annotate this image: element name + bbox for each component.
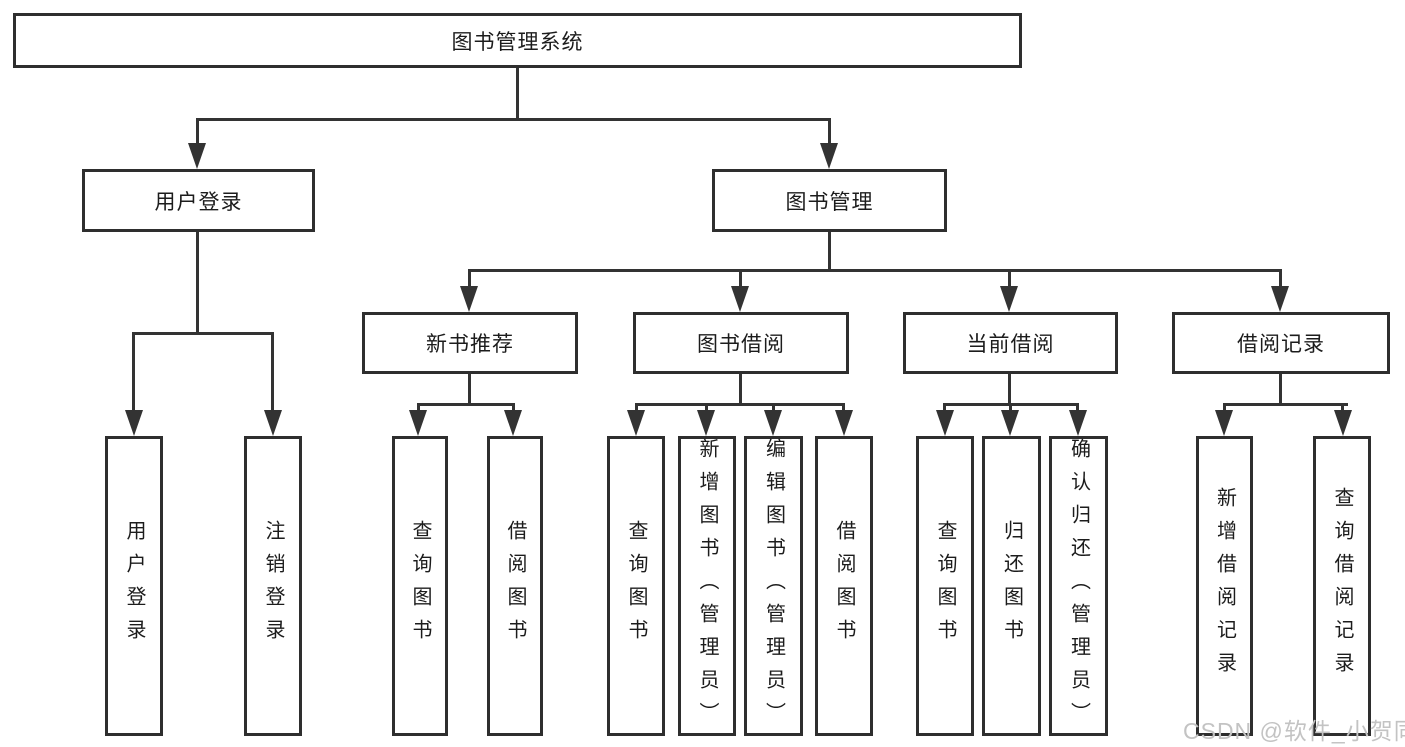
leaf-label: 新增图书（管理员） [696, 437, 718, 735]
connector-line [1008, 269, 1011, 288]
arrow-down-icon [1215, 410, 1233, 436]
leaf-label: 查询图书 [625, 520, 647, 652]
connector-line [417, 403, 515, 406]
connector-line [705, 403, 708, 414]
leaf-label: 用户登录 [123, 520, 145, 652]
leaf-add-book-admin: 新增图书（管理员） [678, 436, 736, 736]
connector-line [1279, 374, 1282, 405]
arrow-down-icon [188, 143, 206, 169]
watermark: CSDN @软件_小贺同学 [1183, 718, 1405, 744]
leaf-label: 查询图书 [934, 520, 956, 652]
connector-line [828, 232, 831, 271]
arrow-down-icon [460, 286, 478, 312]
leaf-label: 借阅图书 [504, 520, 526, 652]
connector-line [828, 118, 831, 146]
node-book-borrow: 图书借阅 [633, 312, 849, 374]
leaf-confirm-return-admin: 确认归还（管理员） [1049, 436, 1108, 736]
connector-line [842, 403, 845, 414]
node-borrow-records: 借阅记录 [1172, 312, 1390, 374]
leaf-borrow-books-borrow: 借阅图书 [815, 436, 873, 736]
connector-line [133, 332, 273, 335]
node-user-login: 用户登录 [82, 169, 315, 232]
leaf-label: 借阅图书 [833, 520, 855, 652]
arrow-down-icon [820, 143, 838, 169]
arrow-down-icon [1334, 410, 1352, 436]
connector-line [635, 403, 638, 414]
node-label: 图书借阅 [697, 333, 785, 356]
leaf-label: 注销登录 [262, 520, 284, 652]
arrow-down-icon [504, 410, 522, 436]
arrow-down-icon [731, 286, 749, 312]
leaf-add-borrow-record: 新增借阅记录 [1196, 436, 1253, 736]
arrow-down-icon [1069, 410, 1087, 436]
connector-line [1279, 269, 1282, 288]
connector-line [1223, 403, 1348, 406]
arrow-down-icon [936, 410, 954, 436]
leaf-query-books-borrow: 查询图书 [607, 436, 665, 736]
leaf-label: 编辑图书（管理员） [762, 437, 785, 735]
arrow-down-icon [125, 410, 143, 436]
connector-line [417, 403, 420, 414]
leaf-label: 新增借阅记录 [1213, 487, 1236, 685]
connector-line [1223, 403, 1226, 414]
node-current-borrow: 当前借阅 [903, 312, 1118, 374]
leaf-query-books-newbook: 查询图书 [392, 436, 448, 736]
arrow-down-icon [1001, 410, 1019, 436]
leaf-edit-book-admin: 编辑图书（管理员） [744, 436, 803, 736]
arrow-down-icon [1000, 286, 1018, 312]
connector-line [468, 374, 471, 405]
leaf-label: 确认归还（管理员） [1067, 437, 1090, 735]
arrow-down-icon [697, 410, 715, 436]
node-label: 图书管理系统 [451, 30, 584, 54]
arrow-down-icon [835, 410, 853, 436]
connector-line [196, 118, 831, 121]
arrow-down-icon [764, 410, 782, 436]
connector-line [739, 269, 742, 288]
arrow-down-icon [264, 410, 282, 436]
connector-line [468, 269, 1281, 272]
connector-line [468, 269, 471, 288]
connector-line [196, 118, 199, 146]
node-book-management: 图书管理 [712, 169, 947, 232]
node-label: 当前借阅 [966, 333, 1055, 356]
leaf-borrow-books-newbook: 借阅图书 [487, 436, 543, 736]
leaf-logout-login: 注销登录 [244, 436, 302, 736]
leaf-label: 查询借阅记录 [1331, 487, 1353, 685]
arrow-down-icon [627, 410, 645, 436]
connector-line [1009, 403, 1012, 414]
node-label: 新书推荐 [426, 333, 514, 356]
leaf-query-borrow-record: 查询借阅记录 [1313, 436, 1371, 736]
connector-line [1008, 374, 1011, 405]
connector-line [1341, 403, 1344, 414]
connector-line [772, 403, 775, 414]
connector-line [196, 232, 199, 335]
leaf-user-login: 用户登录 [105, 436, 163, 736]
node-label: 图书管理 [785, 190, 874, 214]
node-label: 用户登录 [154, 190, 243, 214]
connector-line [1076, 403, 1079, 414]
connector-line [512, 403, 515, 414]
connector-line [516, 68, 519, 120]
arrow-down-icon [409, 410, 427, 436]
leaf-return-book: 归还图书 [982, 436, 1041, 736]
connector-line [271, 332, 274, 412]
leaf-label: 查询图书 [409, 520, 431, 652]
leaf-query-books-current: 查询图书 [916, 436, 974, 736]
leaf-label: 归还图书 [1000, 520, 1023, 652]
arrow-down-icon [1271, 286, 1289, 312]
connector-line [635, 403, 845, 406]
node-label: 借阅记录 [1237, 333, 1325, 356]
node-book-management-system: 图书管理系统 [13, 13, 1022, 68]
connector-line [943, 403, 946, 414]
connector-line [739, 374, 742, 405]
node-new-book-recommend: 新书推荐 [362, 312, 578, 374]
connector-line [132, 332, 135, 412]
